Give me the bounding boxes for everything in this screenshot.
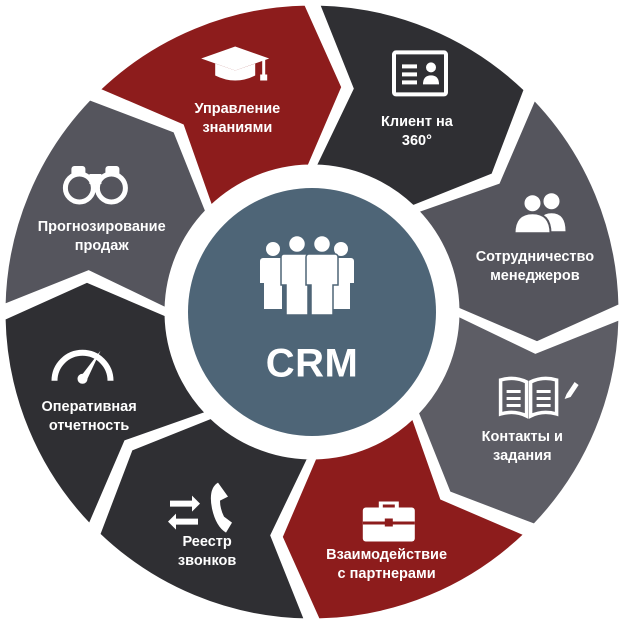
notebook-pen-icon (498, 376, 579, 419)
segment-label-contacts: Контакты и задания (482, 428, 563, 466)
segment-label-partners: Взаимодействие с партнерами (326, 546, 447, 584)
segment-calls (97, 415, 312, 622)
segment-forecast (2, 97, 209, 312)
segment-label-client360: Клиент на 360° (381, 113, 453, 151)
segment-label-reports: Оперативная отчетность (41, 398, 136, 436)
segment-label-line: знаниями (202, 120, 273, 137)
segment-label-line: звонков (177, 553, 237, 570)
segment-reports (2, 279, 210, 528)
segment-label-line: Клиент на (381, 113, 453, 130)
segment-label-managers: Сотрудничество менеджеров (476, 248, 594, 286)
team-icon (260, 234, 354, 316)
briefcase-icon (362, 501, 415, 542)
segment-label-line: задания (493, 447, 552, 464)
binoculars-icon (62, 166, 128, 205)
segment-label-calls: Реестр звонков (178, 533, 236, 571)
segment-label-line: Управление (194, 101, 281, 118)
speedometer-icon (51, 349, 114, 384)
segment-label-line: Сотрудничество (475, 249, 595, 266)
segment-contacts (415, 312, 622, 527)
phone-arrows-icon (168, 482, 232, 533)
segment-label-line: с партнерами (337, 565, 436, 582)
segment-knowledge (96, 2, 345, 210)
segment-label-line: 360° (401, 132, 432, 149)
segment-label-line: менеджеров (490, 268, 580, 285)
segment-label-line: отчетность (48, 417, 130, 434)
segment-client360 (312, 2, 527, 209)
segment-label-line: Оперативная (41, 398, 137, 415)
segment-label-line: продаж (74, 238, 129, 255)
segment-label-line: Взаимодействие (326, 546, 448, 563)
segment-label-knowledge: Управление знаниями (195, 100, 281, 138)
segment-label-line: Контакты и (481, 428, 563, 445)
crm-title: CRM (265, 341, 359, 386)
id-card-icon (392, 50, 448, 97)
segment-label-line: Реестр (182, 534, 232, 551)
segment-label-line: Прогнозирование (37, 219, 166, 236)
users-icon (513, 193, 566, 235)
segment-label-forecast: Прогнозирование продаж (38, 218, 166, 256)
graduation-cap-icon (201, 46, 270, 81)
